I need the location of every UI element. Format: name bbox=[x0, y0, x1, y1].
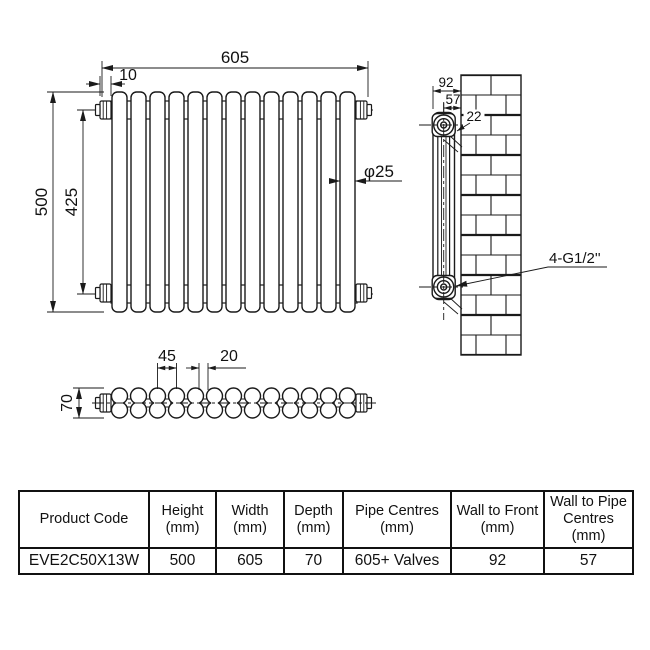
cell-wall-to-front: 92 bbox=[450, 547, 545, 575]
dim-wall-gap: 22 bbox=[466, 109, 481, 124]
dim-section-pitch: 45 bbox=[158, 348, 176, 365]
dim-wall-to-front: 92 bbox=[438, 75, 453, 90]
col-header-wall-to-pipe-centres: Wall to Pipe Centres(mm) bbox=[543, 490, 634, 549]
spec-table-data-row: EVE2C50X13W 500 605 70 605+ Valves 92 57 bbox=[18, 547, 634, 575]
dim-overall-width: 605 bbox=[221, 48, 249, 67]
dim-wall-to-pipe-centres: 57 bbox=[445, 92, 460, 107]
spec-table-header-row: Product Code Height(mm) Width(mm) Depth(… bbox=[18, 490, 634, 549]
dim-inlet-offset: 10 bbox=[119, 67, 137, 84]
dim-section-gap: 20 bbox=[220, 348, 238, 365]
col-header-width: Width(mm) bbox=[215, 490, 285, 549]
top-view: 45 20 70 bbox=[59, 348, 376, 419]
radiator-columns bbox=[111, 91, 356, 313]
cell-height: 500 bbox=[148, 547, 217, 575]
col-header-pipe-centres: Pipe Centres(mm) bbox=[342, 490, 452, 549]
col-header-wall-to-front: Wall to Front(mm) bbox=[450, 490, 545, 549]
dim-depth: 70 bbox=[59, 394, 76, 412]
dim-tapping-centres: 425 bbox=[62, 188, 81, 216]
front-view: 605 10 500 425 φ25 bbox=[32, 48, 402, 313]
spec-table: Product Code Height(mm) Width(mm) Depth(… bbox=[18, 490, 634, 575]
col-header-depth: Depth(mm) bbox=[283, 490, 344, 549]
cell-width: 605 bbox=[215, 547, 285, 575]
radiator-technical-drawing: 605 10 500 425 φ25 bbox=[32, 48, 607, 419]
brick-wall bbox=[460, 74, 522, 356]
side-view: 92 57 22 4-G1/2'' bbox=[419, 74, 607, 356]
col-header-product-code: Product Code bbox=[18, 490, 150, 549]
cell-product-code: EVE2C50X13W bbox=[18, 547, 150, 575]
cell-pipe-centres: 605+ Valves bbox=[342, 547, 452, 575]
dim-overall-height: 500 bbox=[32, 188, 51, 216]
dim-column-diameter: φ25 bbox=[364, 162, 394, 181]
label-connections: 4-G1/2'' bbox=[549, 250, 601, 267]
col-header-height: Height(mm) bbox=[148, 490, 217, 549]
cell-wall-to-pipe-centres: 57 bbox=[543, 547, 634, 575]
cell-depth: 70 bbox=[283, 547, 344, 575]
